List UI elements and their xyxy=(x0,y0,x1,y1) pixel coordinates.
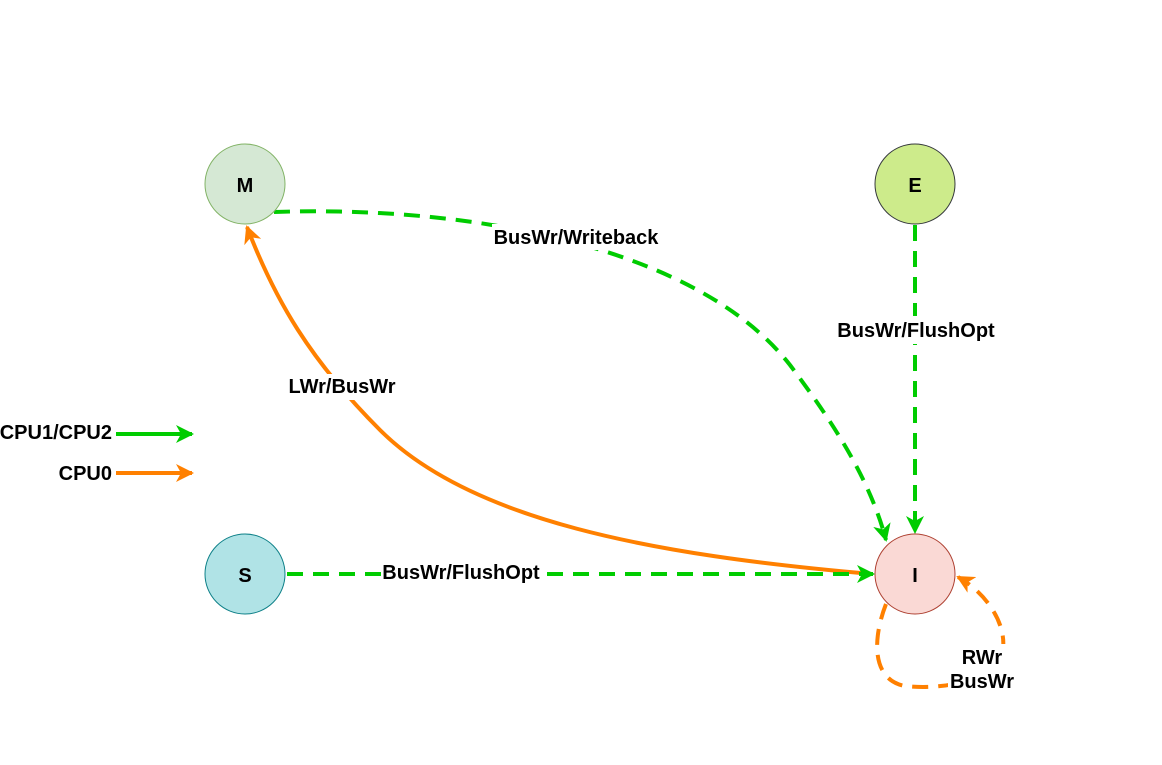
state-i-label: I xyxy=(912,565,918,587)
edge-label-i-to-i-line2: BusWr xyxy=(950,671,1014,693)
edge-i-to-m-line xyxy=(244,225,873,576)
edge-label-s-to-i: BusWr/FlushOpt xyxy=(382,562,540,584)
edge-label-bg xyxy=(287,374,399,400)
legend-label-cpu0: CPU0 xyxy=(59,463,112,485)
legend-label-cpu1-cpu2: CPU1/CPU2 xyxy=(0,422,112,444)
legend-item-cpu1-cpu2: CPU1/CPU2 xyxy=(0,422,194,444)
state-e[interactable]: E xyxy=(874,143,956,225)
edge-label-i-to-m: LWr/BusWr xyxy=(288,376,395,398)
edge-label-bg xyxy=(381,560,545,586)
state-s[interactable]: S xyxy=(204,533,286,615)
edge-label-bg xyxy=(492,224,660,250)
state-m-label: M xyxy=(237,175,254,197)
state-e-label: E xyxy=(908,175,921,197)
state-e-circle xyxy=(874,143,956,225)
state-m[interactable]: M xyxy=(204,143,286,225)
state-i[interactable]: I xyxy=(874,533,956,615)
edge-m-to-i[interactable]: BusWr/Writeback xyxy=(273,209,891,542)
edge-label-i-to-i-line1: RWr xyxy=(962,647,1003,669)
edge-label-bg xyxy=(948,644,1018,694)
edge-i-to-i[interactable]: RWr BusWr xyxy=(875,575,1018,694)
legend-item-cpu0: CPU0 xyxy=(59,463,194,485)
edge-label-m-to-i: BusWr/Writeback xyxy=(494,227,660,249)
state-s-circle xyxy=(204,533,286,615)
edge-label-e-to-i: BusWr/FlushOpt xyxy=(837,320,995,342)
edge-m-to-i-line xyxy=(273,209,891,542)
edge-i-to-i-line xyxy=(875,575,1006,689)
edge-s-to-i[interactable]: BusWr/FlushOpt xyxy=(287,560,875,586)
edge-i-to-m[interactable]: LWr/BusWr xyxy=(244,225,873,576)
edge-e-to-i[interactable]: BusWr/FlushOpt xyxy=(836,225,996,534)
state-m-circle xyxy=(204,143,286,225)
edge-label-bg xyxy=(836,316,996,344)
legend: CPU1/CPU2 CPU0 xyxy=(0,422,194,485)
state-s-label: S xyxy=(238,565,251,587)
state-i-circle xyxy=(874,533,956,615)
